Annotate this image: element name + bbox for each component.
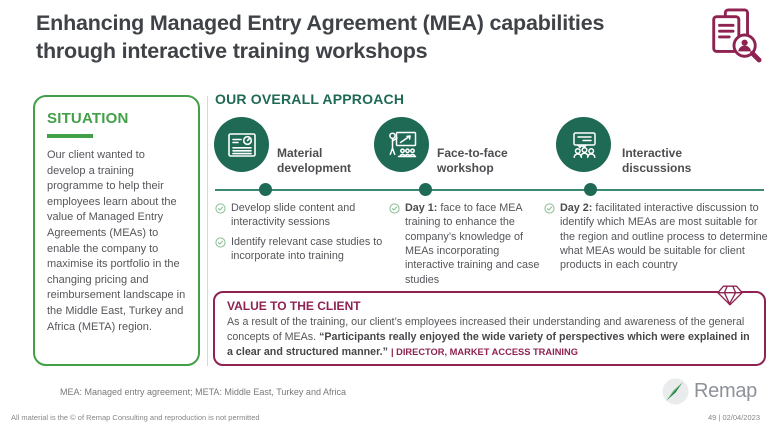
remap-wordmark: Remap: [694, 380, 757, 402]
value-body: As a result of the training, our client’…: [227, 315, 752, 359]
bullet-text: Identify relevant case studies to incorp…: [231, 235, 383, 263]
value-heading: VALUE TO THE CLIENT: [227, 299, 361, 313]
discussion-group-icon: [572, 131, 596, 158]
bullet-text: Develop slide content and interactivity …: [231, 202, 356, 229]
list-item: Day 2: facilitated interactive discussio…: [544, 201, 768, 273]
situation-heading: SITUATION: [47, 110, 129, 127]
step-circle-face-to-face-workshop: [374, 117, 429, 172]
page-number-date: 49 | 02/04/2023: [708, 413, 760, 422]
list-item: Day 1: face to face MEA training to enha…: [389, 201, 545, 287]
slide-content-icon: [227, 132, 256, 157]
remap-compass-icon: [662, 378, 689, 405]
vertical-divider: [207, 96, 208, 366]
value-quote: “Participants really enjoyed the wide va…: [227, 330, 750, 358]
step-circle-material-development: [214, 117, 269, 172]
list-item: Identify relevant case studies to incorp…: [215, 235, 387, 264]
value-to-client-box: VALUE TO THE CLIENT As a result of the t…: [213, 291, 766, 366]
check-circle-icon: [215, 203, 226, 214]
bullets-interactive-discussions: Day 2: facilitated interactive discussio…: [544, 201, 768, 278]
page-title: Enhancing Managed Entry Agreement (MEA) …: [36, 11, 605, 63]
bullets-material-development: Develop slide content and interactivity …: [215, 201, 387, 268]
situation-card: SITUATION Our client wanted to develop a…: [33, 95, 200, 366]
step-label-face-to-face-workshop: Face-to-face workshop: [437, 146, 508, 175]
value-attribution: | DIRECTOR, MARKET ACCESS TRAINING: [390, 346, 578, 357]
timeline: [215, 189, 764, 191]
step-label-interactive-discussions: Interactive discussions: [622, 146, 692, 175]
diamond-icon: [716, 284, 744, 312]
bullet-text: Day 1: face to face MEA training to enha…: [405, 202, 540, 286]
list-item: Develop slide content and interactivity …: [215, 201, 387, 230]
timeline-dot-1: [259, 183, 272, 196]
bullet-text: Day 2: facilitated interactive discussio…: [560, 202, 768, 272]
check-circle-icon: [215, 237, 226, 248]
timeline-dot-3: [584, 183, 597, 196]
check-circle-icon: [389, 203, 400, 214]
approach-heading: OUR OVERALL APPROACH: [215, 91, 405, 107]
documents-search-icon: [706, 6, 762, 69]
check-circle-icon: [544, 203, 555, 214]
bullets-face-to-face-workshop: Day 1: face to face MEA training to enha…: [389, 201, 545, 292]
situation-body: Our client wanted to develop a training …: [47, 149, 186, 333]
step-label-material-development: Material development: [277, 146, 352, 175]
footnote: MEA: Managed entry agreement; META: Midd…: [60, 387, 346, 397]
remap-logo: Remap: [662, 378, 757, 405]
presenter-board-icon: [388, 131, 416, 157]
value-body-normal: As a result of the training, our client’…: [227, 316, 745, 343]
situation-accent-bar: [47, 134, 93, 138]
timeline-dot-2: [419, 183, 432, 196]
copyright-text: All material is the © of Remap Consultin…: [11, 413, 260, 422]
step-circle-interactive-discussions: [556, 117, 611, 172]
